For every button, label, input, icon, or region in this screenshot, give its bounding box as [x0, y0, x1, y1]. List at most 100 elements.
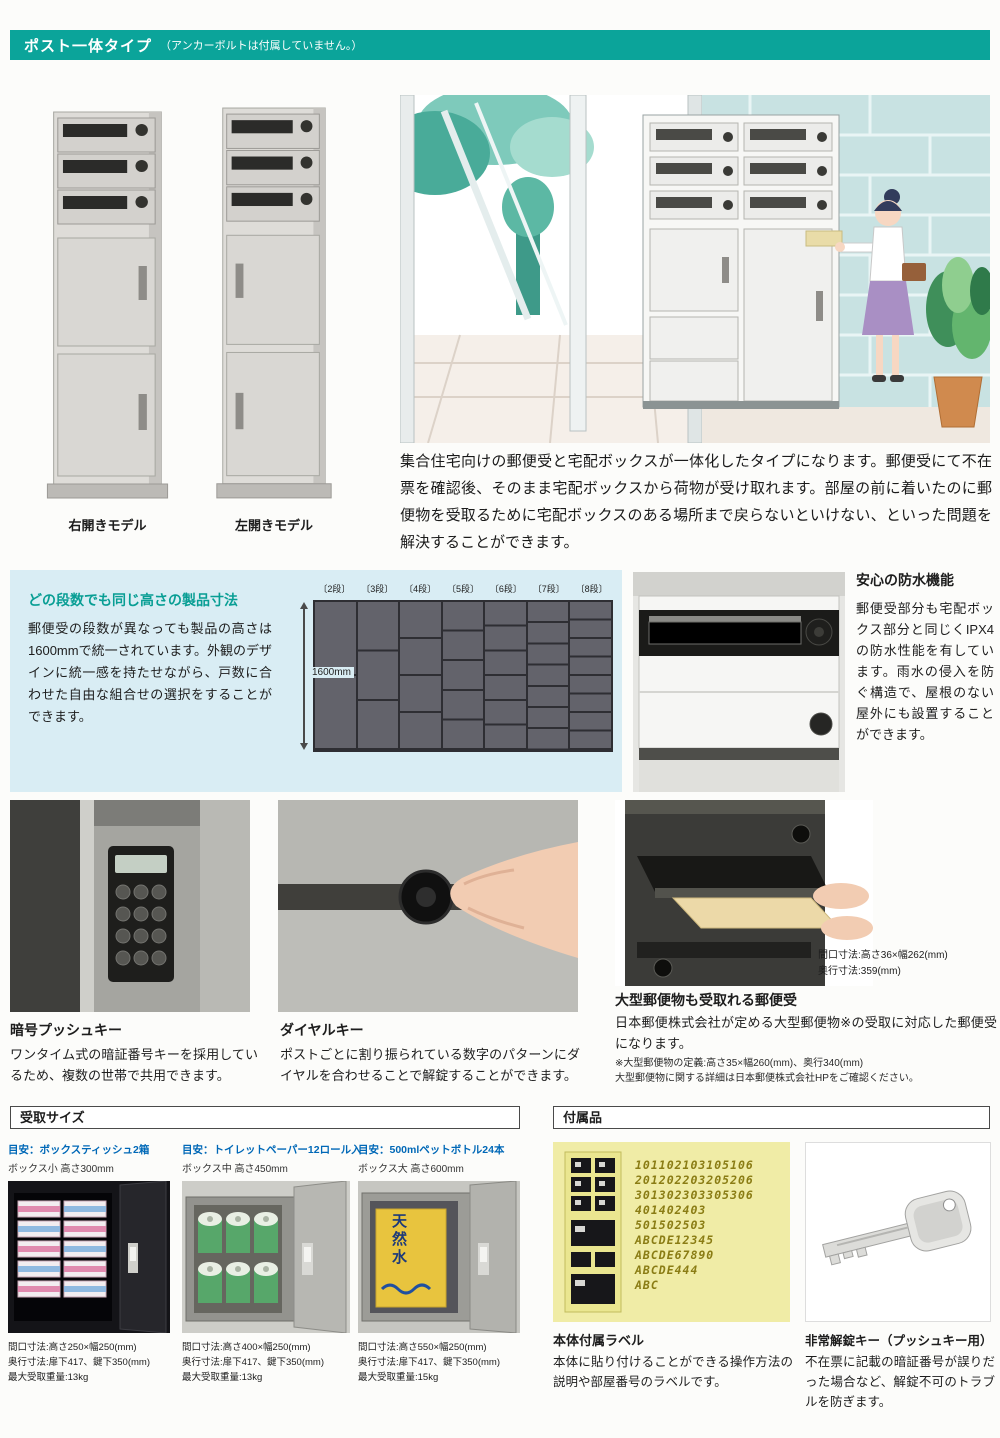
size-box-sub: ボックス大 高さ600mm [358, 1164, 464, 1175]
waterproof-text-block: 安心の防水機能 郵便受部分も宅配ボックス部分と同じくIPX4の防水性能を有してい… [856, 570, 994, 745]
tier-label: 〔3段〕 [361, 584, 394, 594]
waterproof-body: 郵便受部分も宅配ボックス部分と同じくIPX4の防水性能を有しています。雨水の侵入… [856, 601, 994, 742]
locker-tiers-image [313, 600, 613, 752]
tier-label: 〔8段〕 [575, 584, 608, 594]
dim-line: 間口寸法:高さ400×幅250(mm) [182, 1342, 311, 1353]
large-mail-dim1: 間口寸法:高さ36×幅262(mm) [818, 950, 948, 961]
large-mail-body: 日本郵便株式会社が定める大型郵便物※の受取に対応した郵便受になります。 [615, 1015, 997, 1051]
label-row: 101102103105106 [635, 1158, 754, 1172]
size-guide-label: 目安：ボックスティッシュ2箱 [8, 1144, 150, 1156]
push-key-heading: 暗号プッシュキー [10, 1022, 122, 1038]
push-key-photo [10, 800, 250, 1012]
cabinet-right-icon [46, 111, 169, 499]
locker-column-4dan [400, 602, 441, 750]
tier-label: 〔2段〕 [318, 584, 351, 594]
large-mail-heading: 大型郵便物も受取れる郵便受 [615, 992, 797, 1008]
bottle-box-text: 天然水 [390, 1213, 407, 1267]
receive-size-item-small: 目安：ボックスティッシュ2箱 ボックス小 高さ300mm [8, 1142, 170, 1385]
locker-column-3dan [357, 602, 399, 750]
locker-column-5dan [442, 602, 484, 750]
dim-line: 最大受取重量:13kg [8, 1372, 89, 1383]
large-mail-dim2: 奥行寸法:359(mm) [818, 966, 901, 977]
dim-line: 最大受取重量:15kg [358, 1372, 439, 1383]
tissue-box-photo [8, 1181, 170, 1333]
page-subtitle: （アンカーボルトは付属していません。） [160, 40, 363, 52]
label-row: 301302303305306 [635, 1188, 754, 1202]
dim-line: 間口寸法:高さ250×幅250(mm) [8, 1342, 137, 1353]
left-open-model-caption: 左開きモデル [234, 518, 313, 533]
intro-paragraph: 集合住宅向けの郵便受と宅配ボックスが一体化したタイプになります。郵便受にて不在票… [400, 453, 992, 551]
receive-size-item-large: 目安：500mlペットボトル24本 ボックス大 高さ600mm 天然水 間口寸法… [358, 1142, 520, 1385]
mail-slot-icon [615, 800, 873, 986]
water-bottle-box-photo: 天然水 [358, 1181, 520, 1333]
tier-labels-row: 〔2段〕 〔3段〕 〔4段〕 〔5段〕 〔6段〕 〔7段〕 〔8段〕 [313, 582, 613, 595]
size-guide-label: 目安：500mlペットボトル24本 [358, 1144, 505, 1156]
tier-label: 〔4段〕 [404, 584, 437, 594]
large-mail-dimensions: 間口寸法:高さ36×幅262(mm) 奥行寸法:359(mm) [818, 948, 998, 980]
dim-line: 奥行寸法:扉下417、鍵下350(mm) [182, 1357, 324, 1368]
waterproof-product-image [633, 572, 845, 792]
push-key-body: ワンタイム式の暗証番号キーを採用しているため、複数の世帯で共用できます。 [10, 1047, 258, 1083]
tissue-box-icon [8, 1181, 170, 1333]
page-title: ポスト一体タイプ [24, 37, 153, 55]
uniform-height-panel: どの段数でも同じ高さの製品寸法 郵便受の段数が異なっても製品の高さは1600mm… [10, 570, 622, 792]
size-dimensions: 間口寸法:高さ550×幅250(mm) 奥行寸法:扉下417、鍵下350(mm)… [358, 1340, 520, 1385]
size-dimensions: 間口寸法:高さ250×幅250(mm) 奥行寸法:扉下417、鍵下350(mm)… [8, 1340, 170, 1385]
height-dimension-label: 1600mm [309, 667, 354, 678]
locker-column-8dan [570, 602, 612, 750]
locker-column-7dan [527, 602, 569, 750]
toilet-paper-icon [182, 1181, 350, 1333]
size-guide-label: 目安：トイレットペーパー12ロール入 [182, 1144, 362, 1156]
dial-key-heading: ダイヤルキー [280, 1022, 364, 1038]
large-mail-photo [615, 800, 873, 986]
label-sheet-body: 本体に貼り付けることができる操作方法の説明や部屋番号のラベルです。 [553, 1355, 793, 1389]
locker-column-6dan [485, 602, 526, 750]
key-icon [806, 1143, 990, 1321]
receive-size-title: 受取サイズ [10, 1106, 520, 1129]
label-row: 201202203205206 [635, 1173, 754, 1187]
large-mail-notes: ※大型郵便物の定義:高さ35×幅260(mm)、奥行340(mm) 大型郵便物に… [615, 1056, 1000, 1086]
right-open-model-caption: 右開きモデル [68, 518, 147, 533]
uniform-height-body: 郵便受の段数が異なっても製品の高さは1600mmで統一されています。外観のデザイ… [28, 621, 272, 724]
dim-line: 奥行寸法:扉下417、鍵下350(mm) [8, 1357, 150, 1368]
cabinet-left-icon [216, 107, 332, 499]
size-dimensions: 間口寸法:高さ400×幅250(mm) 奥行寸法:扉下417、鍵下350(mm)… [182, 1340, 350, 1385]
emergency-key-body: 不在票に記載の暗証番号が誤りだった場合など、解錠不可のトラブルを防ぎます。 [805, 1355, 995, 1409]
label-row: ABCDE444 [635, 1263, 699, 1277]
illustration-scene-icon [400, 95, 990, 443]
size-box-sub: ボックス中 高さ450mm [182, 1164, 288, 1175]
dim-line: 奥行寸法:扉下417、鍵下350(mm) [358, 1357, 500, 1368]
label-sheet-photo: 101102103105106 201202203205206 30130230… [553, 1142, 790, 1322]
accessories-title: 付属品 [553, 1106, 990, 1129]
label-row: ABC [635, 1278, 659, 1292]
label-sheet-caption: 本体付属ラベル [553, 1333, 645, 1348]
right-open-model-image [35, 108, 180, 508]
tier-label: 〔5段〕 [447, 584, 480, 594]
section-header-bar: ポスト一体タイプ （アンカーボルトは付属していません。） [10, 30, 990, 60]
dial-key-photo [278, 800, 578, 1012]
size-box-sub: ボックス小 高さ300mm [8, 1164, 114, 1175]
emergency-key-caption: 非常解錠キー（プッシュキー用） [805, 1334, 993, 1348]
large-mail-note2: 大型郵便物に関する詳細は日本郵便株式会社HPをご確認ください。 [615, 1073, 919, 1084]
receive-size-item-medium: 目安：トイレットペーパー12ロール入 ボックス中 高さ450mm [182, 1142, 362, 1385]
dial-knob-icon [278, 800, 578, 1012]
usage-illustration-image [400, 95, 990, 443]
left-open-model-image [205, 104, 343, 508]
label-row: 501502503 [635, 1218, 707, 1232]
tier-label: 〔6段〕 [489, 584, 522, 594]
dial-key-body: ポストごとに割り振られている数字のパターンにダイヤルを合わせることで解錠すること… [280, 1047, 580, 1083]
label-row: 401402403 [635, 1203, 707, 1217]
waterproof-heading: 安心の防水機能 [856, 572, 954, 588]
toilet-paper-photo [182, 1181, 350, 1333]
keypad-icon [10, 800, 250, 1012]
large-mail-note1: ※大型郵便物の定義:高さ35×幅260(mm)、奥行340(mm) [615, 1058, 864, 1069]
label-sheet-icon [553, 1142, 790, 1322]
label-number-rows: 101102103105106 201202203205206 30130230… [635, 1158, 754, 1293]
label-row: ABCDE12345 [635, 1233, 715, 1247]
height-dimension-arrow [300, 602, 308, 750]
tier-label: 〔7段〕 [532, 584, 565, 594]
uniform-height-heading: どの段数でも同じ高さの製品寸法 [28, 592, 238, 608]
dim-line: 最大受取重量:13kg [182, 1372, 263, 1383]
emergency-key-photo [805, 1142, 991, 1322]
